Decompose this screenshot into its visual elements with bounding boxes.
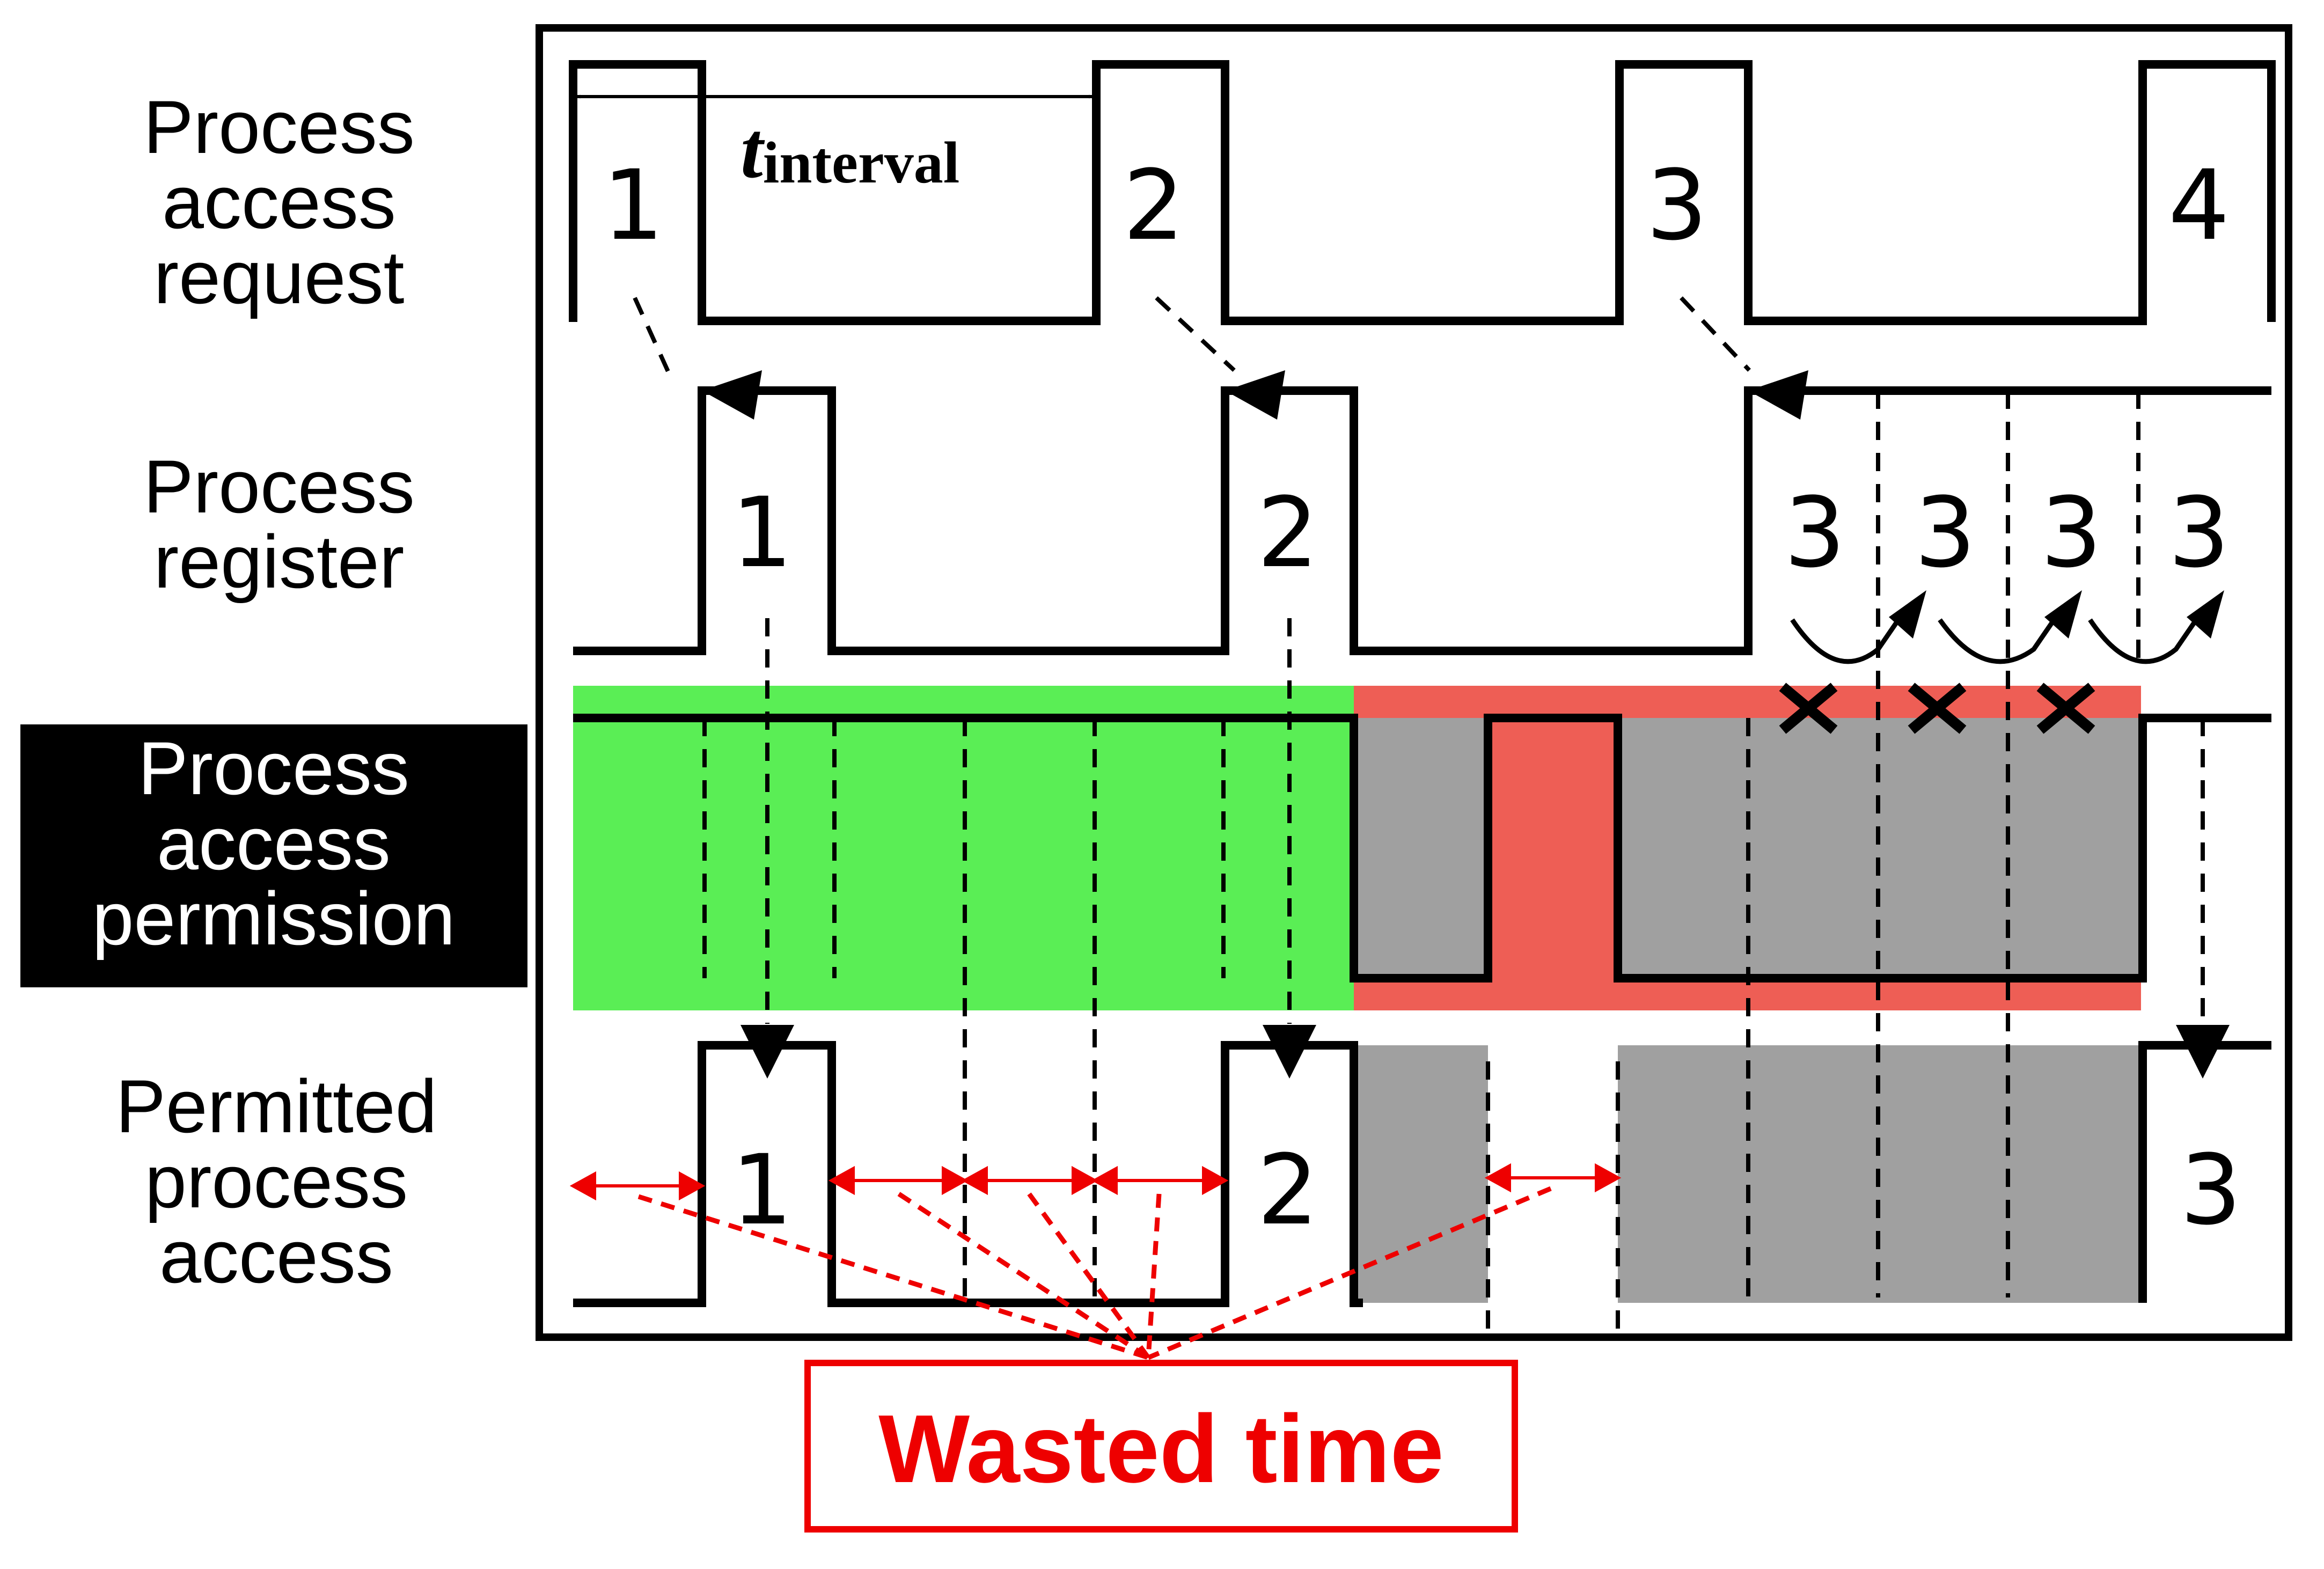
interval-subscript: interval — [763, 130, 960, 195]
wasted-time-box — [804, 1360, 1518, 1533]
interval-symbol: t — [741, 106, 765, 195]
request-pulse-label: 3 — [1646, 150, 1708, 262]
diagram-frame — [536, 24, 2292, 1341]
register-waveform — [573, 386, 2271, 655]
row-label-line: access — [159, 1214, 393, 1299]
row-label-line: Process — [143, 85, 415, 169]
request-pulse-label: 4 — [2168, 150, 2230, 262]
row-label-line: Permitted — [115, 1064, 437, 1148]
row-label-line: process — [145, 1139, 408, 1223]
register-pulse-label: 2 — [1257, 477, 1319, 589]
permitted-waveform — [573, 1041, 1363, 1307]
permitted-pulse-label: 2 — [1257, 1134, 1319, 1247]
wasted-time-label: Wasted time — [878, 1395, 1444, 1503]
register-pulse-label: 3 — [1784, 477, 1846, 589]
request-waveform — [569, 60, 2276, 325]
register-arrowheads — [702, 370, 1808, 420]
permitted-arrowheads — [741, 1025, 2230, 1079]
highlighted-row-label-bg — [20, 724, 527, 987]
row-label-line: register — [154, 519, 405, 604]
permitted-pulse-label: 1 — [731, 1134, 793, 1247]
row-label-line: access — [162, 160, 396, 244]
permitted-waveform — [2138, 1041, 2271, 1303]
row-label-register: Process register — [143, 444, 415, 604]
dashed-guides — [633, 296, 2205, 1330]
row-label-request: Process access request — [143, 85, 415, 319]
retry-arrowheads — [1889, 590, 2224, 639]
row-label-line: Process — [138, 726, 409, 810]
request-pulse-label: 1 — [603, 150, 664, 262]
row-label-line: access — [157, 801, 391, 885]
register-pulse-label: 3 — [1915, 477, 1976, 589]
wasted-time-arrows — [569, 1163, 1622, 1201]
register-pulse-label: 1 — [731, 477, 793, 589]
row-label-permission: Process access permission — [92, 726, 456, 961]
retry-arrows — [1790, 605, 2208, 664]
blocked-area — [1618, 718, 2141, 978]
row-label-permitted: Permitted process access — [115, 1064, 437, 1299]
register-pulse-label: 3 — [2041, 477, 2102, 589]
blocked-area — [1354, 1045, 1488, 1303]
waveforms — [569, 60, 2276, 1307]
row-label-line: request — [154, 235, 405, 319]
wasted-time-pointers — [637, 1186, 1552, 1360]
interval-label: tinterval — [741, 106, 959, 195]
permission-waveform — [573, 714, 2271, 983]
request-pulse-label: 2 — [1123, 150, 1185, 262]
permitted-pulse-label: 3 — [2180, 1134, 2242, 1247]
register-pulse-label: 3 — [2168, 477, 2230, 589]
row-label-line: permission — [92, 876, 456, 961]
blocked-area — [1354, 718, 1488, 978]
reject-x-marks — [1779, 683, 2095, 734]
row-label-line: Process — [143, 444, 415, 529]
